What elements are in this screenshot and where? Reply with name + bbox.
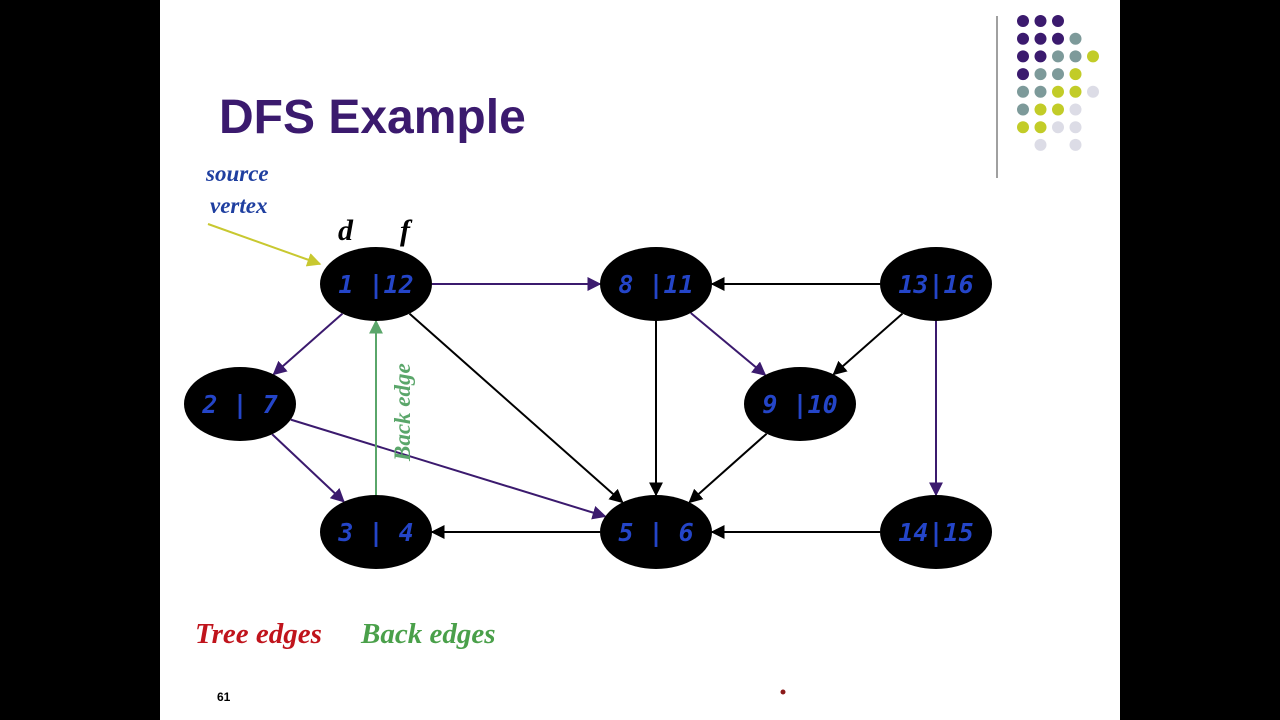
node-label: 13|16 (898, 270, 973, 299)
decorative-dot (1017, 50, 1029, 63)
legend-tree-edges: Tree edges (195, 618, 322, 650)
graph-node: 5 | 6 (600, 495, 712, 569)
graph-node: 14|15 (880, 495, 992, 569)
decorative-dot (1052, 32, 1064, 45)
decorative-dot (1052, 50, 1064, 63)
node-label: 1 |12 (338, 270, 413, 299)
tree-edge-d-to-g (290, 418, 607, 520)
source-label-line2: vertex (210, 193, 267, 218)
decorative-dot (1069, 32, 1082, 45)
node-label: 14|15 (898, 518, 973, 547)
node-label: 2 | 7 (201, 390, 277, 419)
source-label-line1: source (205, 161, 269, 186)
decorative-dot (1034, 138, 1047, 151)
node-layer: 1 |12 8 |11 13|16 2 | 7 9 |10 3 | 4 5 | 6 14|15 (184, 247, 992, 569)
graph-node: 2 | 7 (184, 367, 296, 441)
cursor-marker (780, 689, 786, 695)
tree-edge-a-to-d (272, 312, 344, 376)
node-ellipse (320, 247, 432, 321)
node-label: 8 |11 (618, 270, 693, 299)
graph-node: 1 |12 (320, 247, 432, 321)
decorative-dot (1069, 85, 1082, 98)
decorative-dot (1017, 68, 1029, 81)
graph-node: 9 |10 (744, 367, 856, 441)
back-edge-label: Back edge (390, 363, 415, 462)
decorative-dot (1034, 121, 1047, 134)
decorative-dot (1087, 85, 1099, 98)
decorative-dot (1052, 103, 1064, 116)
decorative-dot (1017, 85, 1029, 98)
node-ellipse (880, 247, 992, 321)
decorative-dot (1069, 68, 1082, 81)
decorative-dot (1034, 32, 1047, 45)
other-edge-c-to-e (832, 312, 904, 376)
slide: DFS Example source vertex d f 1 |12 8 |11… (160, 0, 1120, 720)
decorative-dot (1017, 103, 1029, 116)
graph-node: 3 | 4 (320, 495, 432, 569)
decorative-dot (1017, 121, 1029, 134)
graph-node: 13|16 (880, 247, 992, 321)
other-edge-a-to-g (408, 312, 624, 504)
node-ellipse (600, 247, 712, 321)
decorative-dot (1034, 68, 1047, 81)
source-pointer-arrow (207, 223, 322, 267)
finish-time-label: f (400, 214, 413, 247)
slide-title: DFS Example (219, 91, 526, 144)
node-label: 9 |10 (762, 390, 837, 419)
tree-edge-b-to-e (690, 312, 767, 376)
node-ellipse (880, 495, 992, 569)
decorative-dot (1034, 103, 1047, 116)
graph-node: 8 |11 (600, 247, 712, 321)
tree-edge-d-to-f (271, 433, 345, 503)
decorative-dot (1034, 15, 1047, 27)
node-label: 5 | 6 (618, 518, 693, 547)
decorative-dot (1034, 85, 1047, 98)
decorative-dot (1052, 68, 1064, 81)
edge-layer (271, 277, 943, 539)
decorative-dot (1069, 121, 1082, 134)
decorative-dot (1069, 50, 1082, 63)
node-ellipse (744, 367, 856, 441)
other-edge-e-to-g (688, 432, 768, 504)
discovery-time-label: d (338, 214, 354, 247)
page-number: 61 (217, 690, 231, 704)
decorative-dot (1087, 50, 1099, 63)
decorative-dot (1052, 121, 1064, 134)
node-ellipse (184, 367, 296, 441)
node-label: 3 | 4 (337, 518, 413, 547)
dfs-diagram: DFS Example source vertex d f 1 |12 8 |11… (184, 15, 1099, 704)
node-ellipse (320, 495, 432, 569)
decorative-dot (1034, 50, 1047, 63)
legend-back-edges: Back edges (360, 618, 496, 650)
decorative-dot (1017, 32, 1029, 45)
decorative-dot (1052, 15, 1064, 27)
decorative-dot (1017, 15, 1029, 27)
decorative-dot (1069, 103, 1082, 116)
decorative-dot (1069, 138, 1082, 151)
decorative-dot-grid (1017, 15, 1099, 151)
decorative-dot (1052, 85, 1064, 98)
node-ellipse (600, 495, 712, 569)
